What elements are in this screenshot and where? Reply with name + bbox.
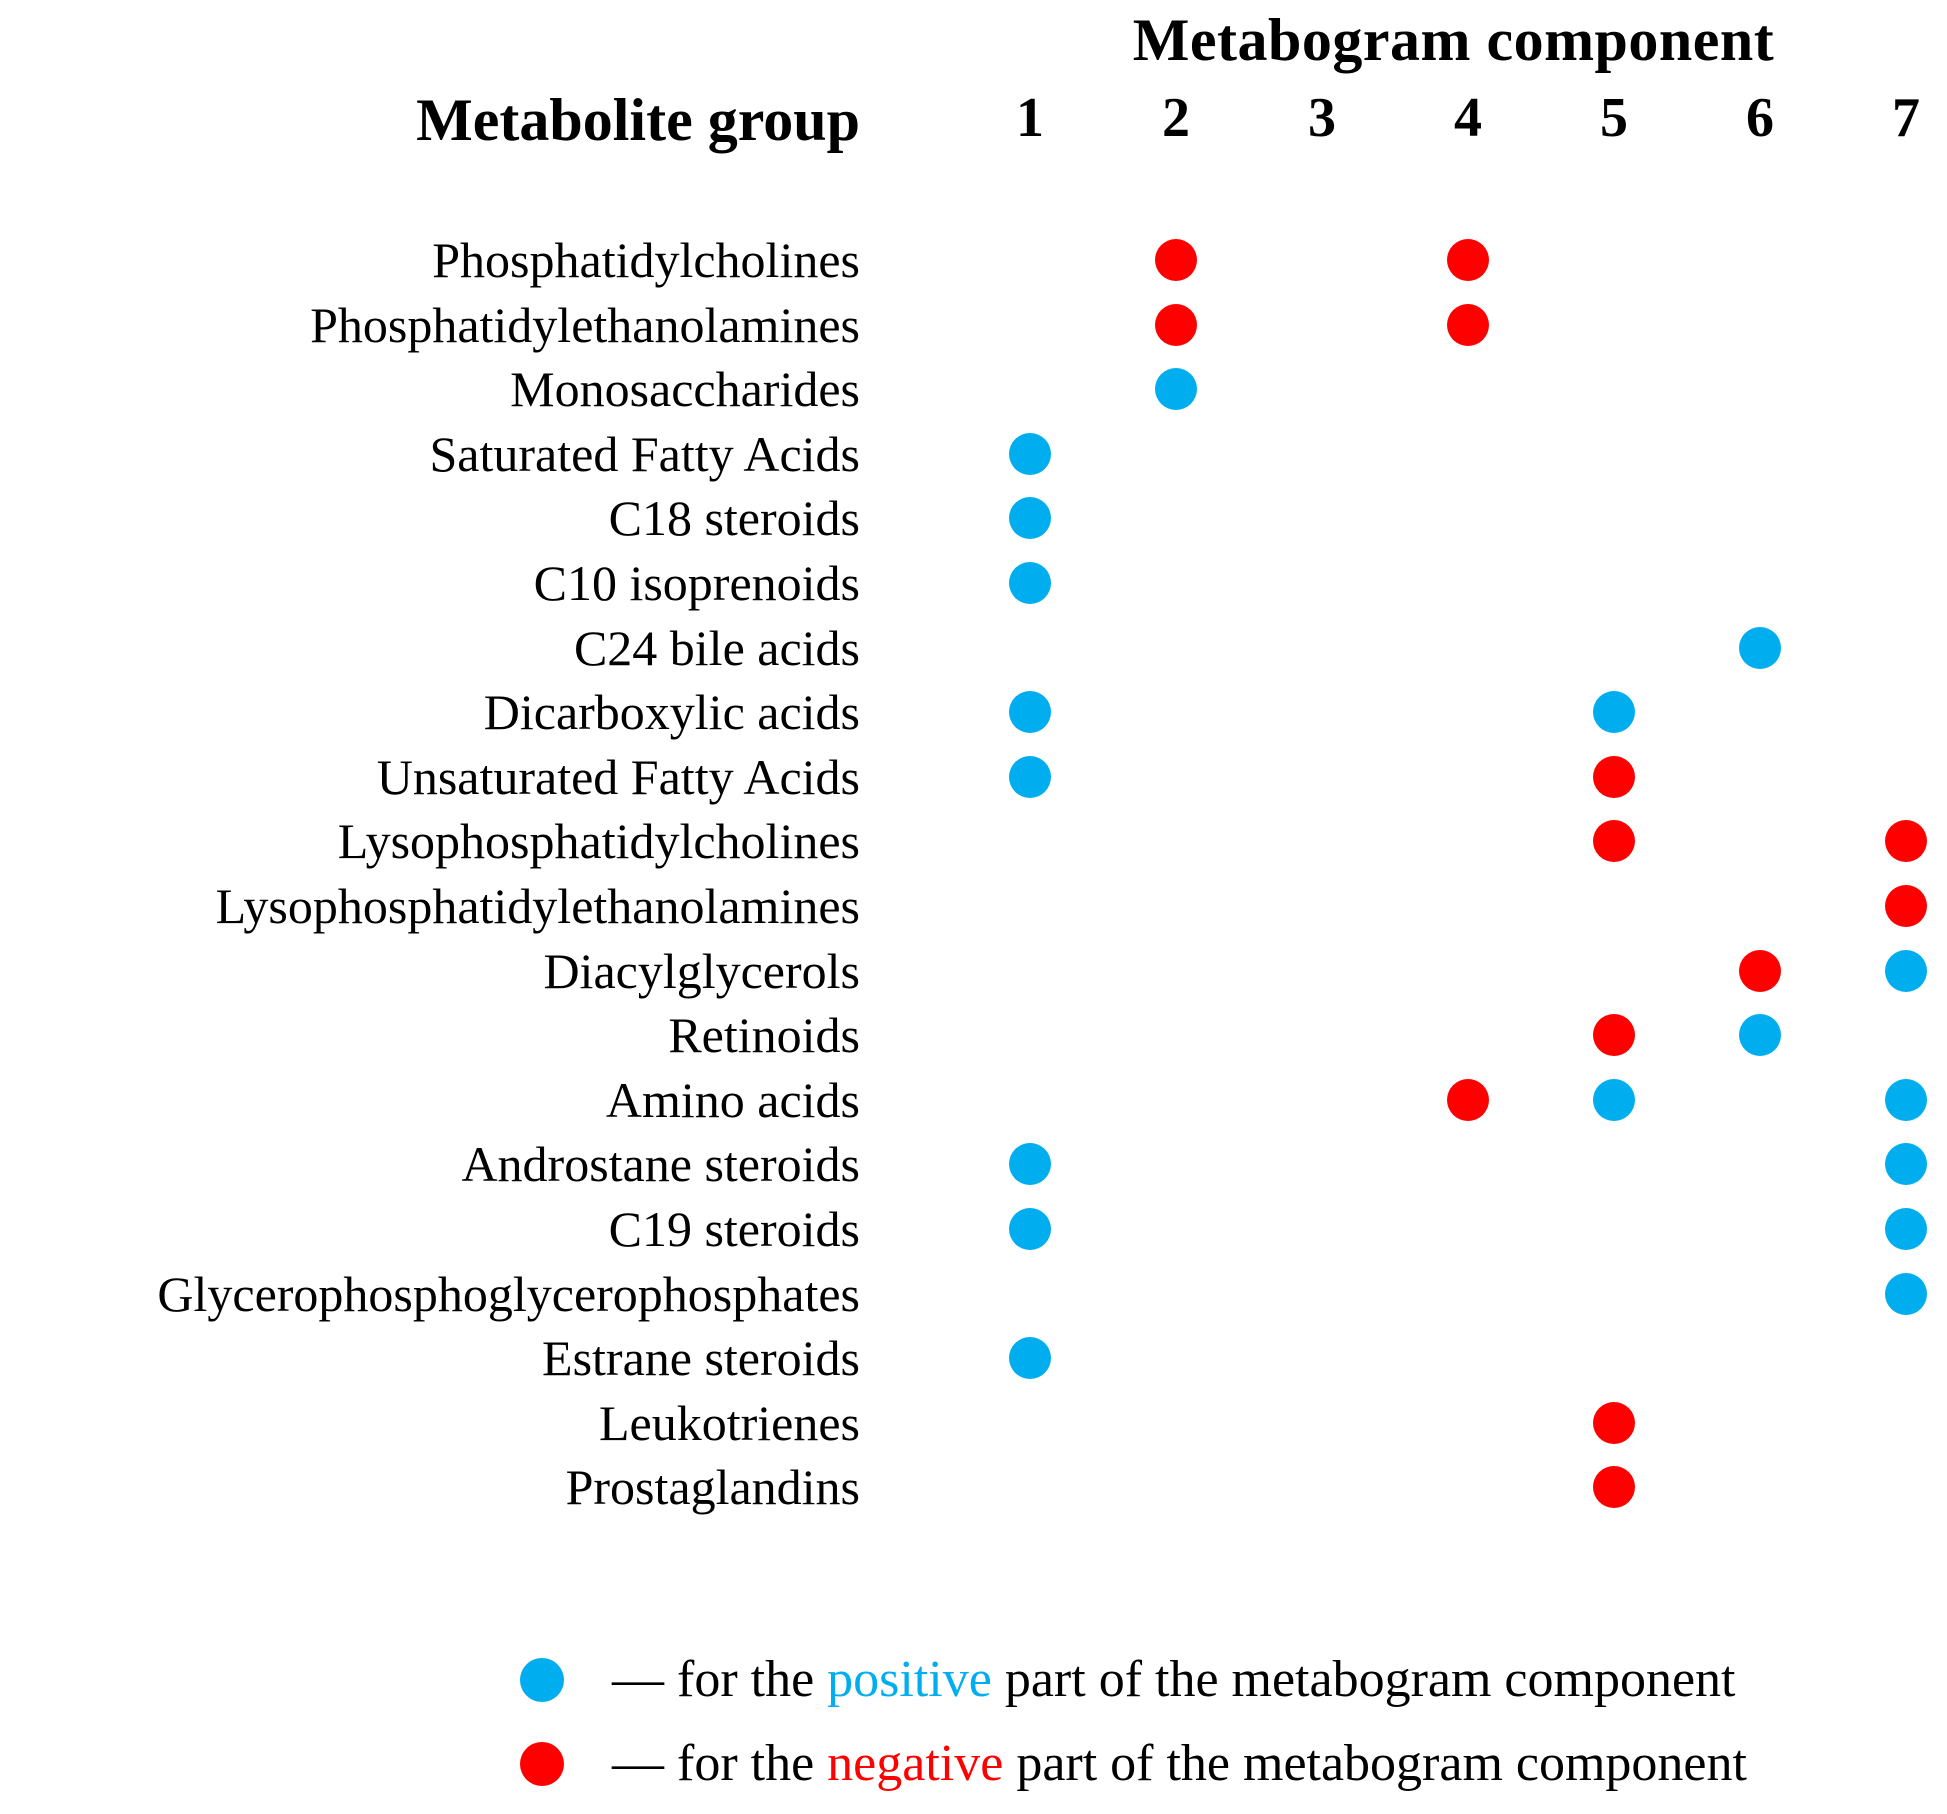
legend-positive-suffix: part of the metabogram component: [991, 1651, 1736, 1708]
blue-dot-icon: [1885, 1208, 1927, 1250]
row-label: Dicarboxylic acids: [483, 684, 860, 741]
row-label: Glycerophosphoglycerophosphates: [157, 1265, 860, 1322]
column-header-3: 3: [1308, 87, 1336, 149]
red-dot-icon: [1885, 820, 1927, 863]
row-label: Lysophosphatidylethanolamines: [215, 878, 860, 934]
legend-label-positive: — for the positive part of the metabogra…: [612, 1640, 1735, 1720]
row-label: Amino acids: [605, 1071, 860, 1128]
legend-positive-highlight: positive: [827, 1651, 992, 1708]
row-label: C10 isoprenoids: [533, 555, 860, 611]
blue-dot-icon: [1009, 1337, 1051, 1380]
blue-dot-icon: [1885, 1078, 1927, 1121]
red-dot-icon: [1593, 1401, 1635, 1444]
red-dot-icon: [1155, 303, 1197, 346]
row-label: C19 steroids: [608, 1201, 860, 1257]
blue-dot-icon: [1009, 432, 1051, 475]
row-label: Phosphatidylethanolamines: [310, 296, 860, 353]
matrix-title: Metabogram component: [1132, 7, 1775, 73]
blue-dot-icon: [1593, 691, 1635, 734]
red-dot-icon: [520, 1742, 564, 1786]
column-header-1: 1: [1016, 87, 1044, 149]
red-dot-icon: [1447, 239, 1489, 281]
row-label: Lysophosphatidylcholines: [337, 813, 860, 870]
red-dot-icon: [1593, 820, 1635, 863]
row-label: C18 steroids: [608, 490, 860, 547]
blue-dot-icon: [1155, 368, 1197, 411]
row-label: Androstane steroids: [461, 1136, 860, 1193]
blue-dot-icon: [1009, 1208, 1051, 1250]
row-label: Diacylglycerols: [543, 942, 860, 999]
row-label: Phosphatidylcholines: [432, 232, 860, 288]
column-header-6: 6: [1746, 87, 1774, 149]
blue-dot-icon: [1739, 626, 1781, 669]
row-label: C24 bile acids: [573, 619, 860, 676]
row-label: Unsaturated Fatty Acids: [376, 748, 860, 805]
column-header-4: 4: [1454, 87, 1482, 149]
blue-dot-icon: [1009, 562, 1051, 604]
red-dot-icon: [1593, 1466, 1635, 1509]
legend-label-negative: — for the negative part of the metabogra…: [612, 1724, 1747, 1804]
column-header-2: 2: [1162, 87, 1190, 149]
blue-dot-icon: [1885, 949, 1927, 992]
blue-dot-icon: [1593, 1078, 1635, 1121]
legend-negative-suffix: part of the metabogram component: [1003, 1735, 1747, 1792]
blue-dot-icon: [520, 1658, 564, 1702]
blue-dot-icon: [1009, 497, 1051, 540]
blue-dot-icon: [1739, 1014, 1781, 1057]
column-header-7: 7: [1892, 87, 1920, 149]
blue-dot-icon: [1885, 1272, 1927, 1315]
legend-negative-highlight: negative: [827, 1735, 1004, 1792]
legend-row-positive: — for the positive part of the metabogra…: [520, 1640, 1940, 1724]
red-dot-icon: [1885, 885, 1927, 927]
row-label: Saturated Fatty Acids: [429, 425, 861, 482]
row-label: Retinoids: [668, 1007, 860, 1064]
red-dot-icon: [1155, 239, 1197, 281]
blue-dot-icon: [1009, 691, 1051, 734]
red-dot-icon: [1739, 949, 1781, 992]
red-dot-icon: [1593, 755, 1635, 798]
legend-row-negative: — for the negative part of the metabogra…: [520, 1724, 1940, 1808]
row-label: Estrane steroids: [542, 1330, 860, 1387]
row-label: Monosaccharides: [510, 361, 860, 418]
blue-dot-icon: [1885, 1143, 1927, 1186]
row-label: Leukotrienes: [598, 1394, 860, 1451]
row-label: Prostaglandins: [565, 1459, 860, 1516]
column-header-5: 5: [1600, 87, 1628, 149]
blue-dot-icon: [1009, 1143, 1051, 1186]
red-dot-icon: [1593, 1014, 1635, 1057]
column-header-row: 1 2 3 4 5 6 7: [0, 88, 1947, 148]
row-header-metabolite-group: Metabolite group: [416, 87, 860, 153]
blue-dot-icon: [1009, 755, 1051, 798]
red-dot-icon: [1447, 303, 1489, 346]
legend-positive-prefix: — for the: [612, 1651, 828, 1708]
red-dot-icon: [1447, 1078, 1489, 1121]
legend: — for the positive part of the metabogra…: [520, 1640, 1940, 1808]
legend-negative-prefix: — for the: [612, 1735, 828, 1792]
